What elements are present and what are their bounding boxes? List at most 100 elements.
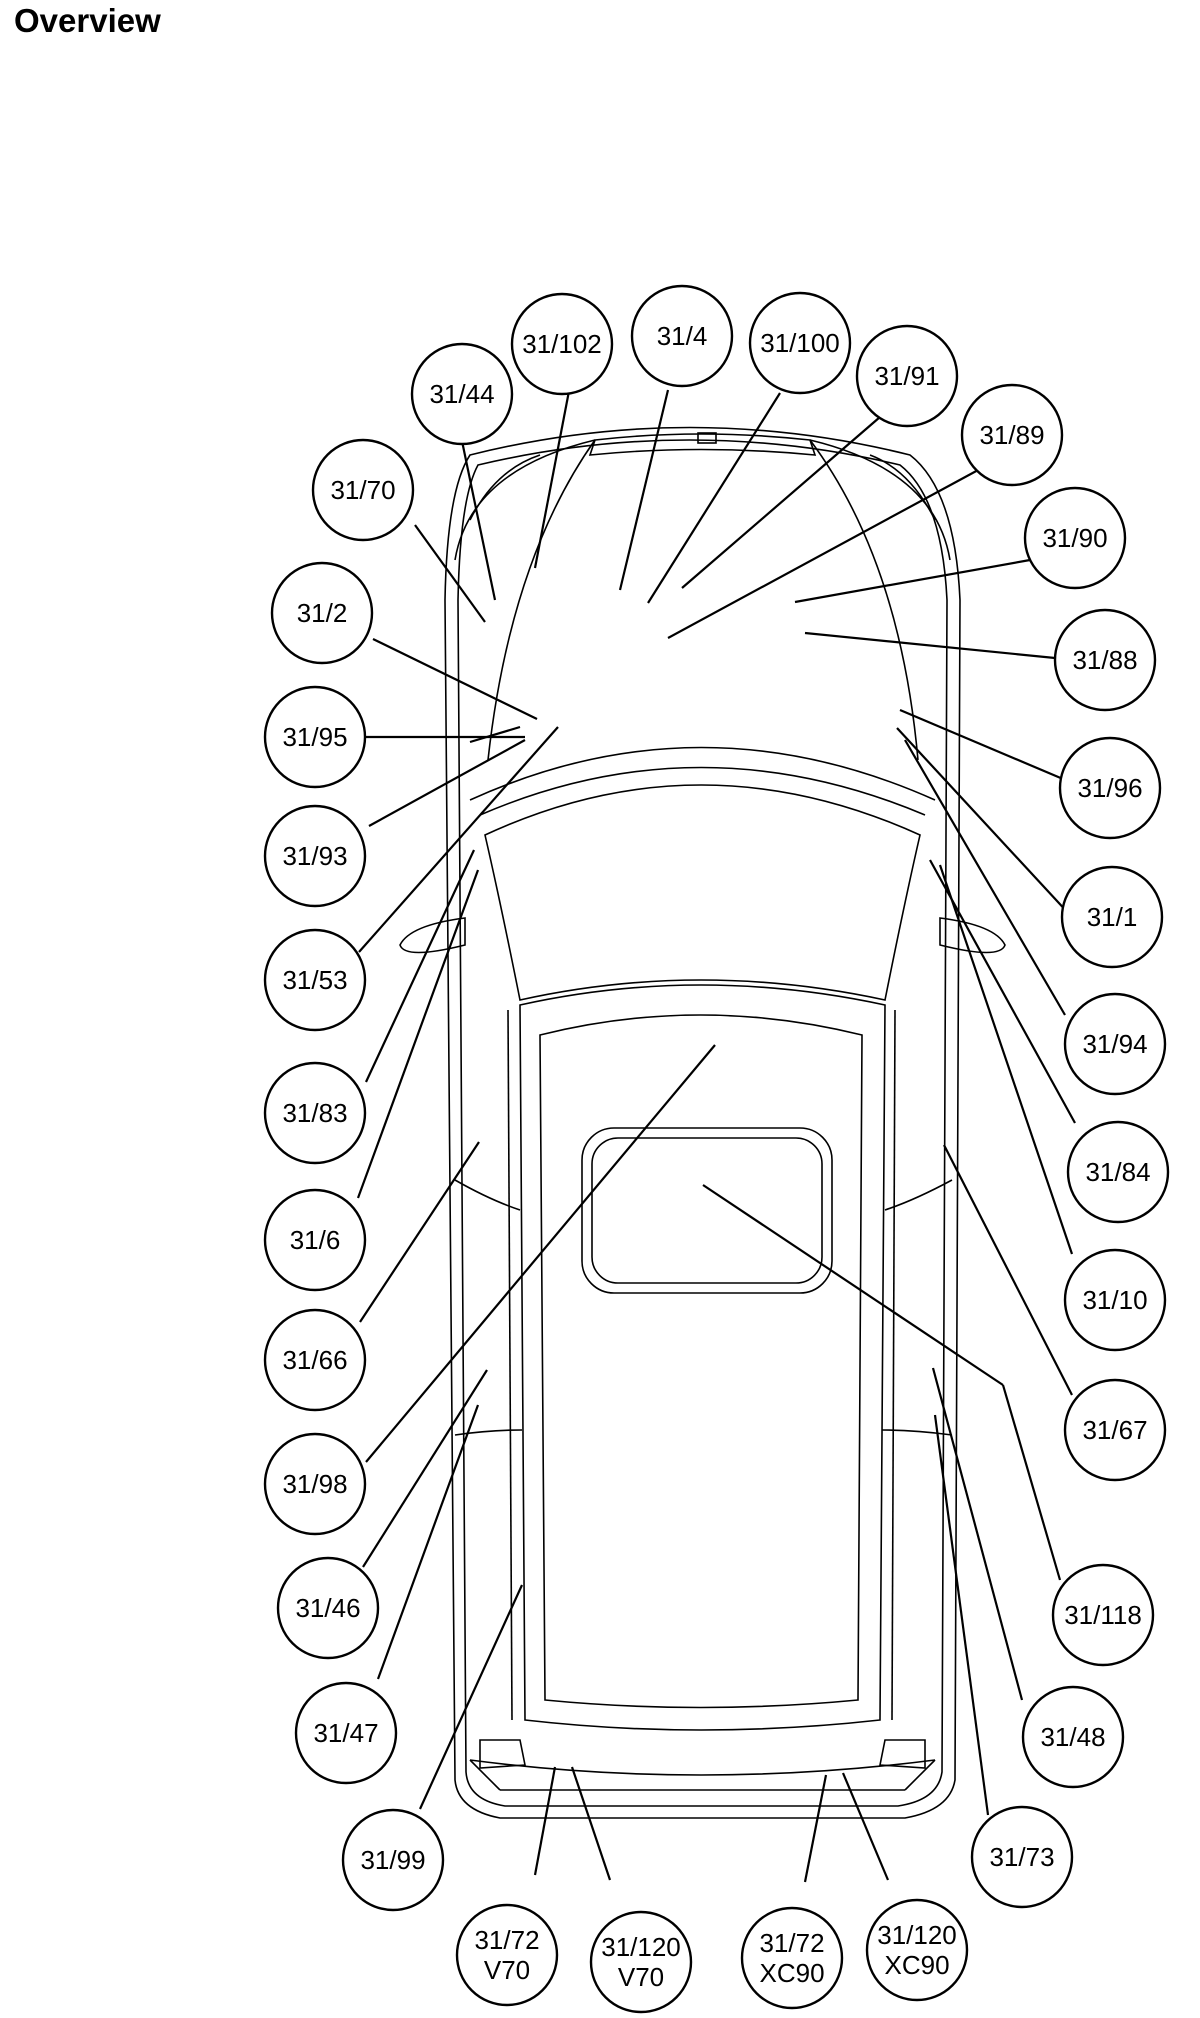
callout-label: 31/102 xyxy=(522,329,602,359)
leader-31-48 xyxy=(931,1367,1024,1701)
leader-31-93 xyxy=(368,739,526,827)
callout-label: 31/72 xyxy=(759,1928,824,1958)
callout-label: 31/99 xyxy=(360,1845,425,1875)
callout-label: 31/2 xyxy=(297,598,348,628)
callout-31-47: 31/47 xyxy=(294,1681,398,1785)
callout-31-72-v70: 31/72 V70 xyxy=(455,1903,559,2007)
leader-31-2 xyxy=(372,638,538,720)
leader-31-10 xyxy=(938,864,1074,1255)
callout-31-100: 31/100 xyxy=(748,291,852,395)
leader-31-53 xyxy=(358,726,559,953)
callout-label: 31/94 xyxy=(1082,1029,1147,1059)
leader-31-72-v70 xyxy=(533,1766,557,1876)
leader-31-96 xyxy=(899,708,1064,781)
callout-label: 31/1 xyxy=(1087,902,1138,932)
leader-31-94 xyxy=(904,739,1066,1016)
callout-label: 31/70 xyxy=(330,475,395,505)
leader-31-72-xc90 xyxy=(803,1774,828,1883)
callout-label: 31/48 xyxy=(1040,1722,1105,1752)
leader-31-100 xyxy=(647,392,781,604)
car-outline xyxy=(399,426,1006,1819)
callout-label: 31/44 xyxy=(429,379,494,409)
callout-31-10: 31/10 xyxy=(1063,1248,1167,1352)
callout-31-102: 31/102 xyxy=(510,292,614,396)
callout-model: XC90 xyxy=(884,1950,949,1980)
callout-31-48: 31/48 xyxy=(1021,1685,1125,1789)
callout-label: 31/120 xyxy=(877,1920,957,1950)
leader-31-120-xc90 xyxy=(841,1772,890,1881)
callout-label: 31/47 xyxy=(313,1718,378,1748)
callout-label: 31/4 xyxy=(657,321,708,351)
callout-31-73: 31/73 xyxy=(970,1805,1074,1909)
callout-31-90: 31/90 xyxy=(1023,486,1127,590)
callout-31-91: 31/91 xyxy=(855,324,959,428)
leader-lines xyxy=(356,389,1076,1883)
callout-31-94: 31/94 xyxy=(1063,992,1167,1096)
callout-label: 31/10 xyxy=(1082,1285,1147,1315)
leader-31-99 xyxy=(418,1584,524,1810)
callout-31-6: 31/6 xyxy=(263,1188,367,1292)
callout-label: 31/46 xyxy=(295,1593,360,1623)
callout-31-46: 31/46 xyxy=(276,1556,380,1660)
callout-31-89: 31/89 xyxy=(960,383,1064,487)
leader-31-118a xyxy=(1001,1384,1062,1581)
callout-model: XC90 xyxy=(759,1958,824,1988)
callout-31-4: 31/4 xyxy=(630,284,734,388)
leader-31-118b xyxy=(702,1184,1004,1386)
leader-31-91 xyxy=(681,416,881,589)
callout-label: 31/89 xyxy=(979,420,1044,450)
callout-label: 31/98 xyxy=(282,1469,347,1499)
leader-31-83 xyxy=(365,849,475,1083)
leader-31-46 xyxy=(362,1369,488,1568)
callout-31-88: 31/88 xyxy=(1053,608,1157,712)
callout-31-120-v70: 31/120 V70 xyxy=(589,1910,693,2014)
callout-label: 31/90 xyxy=(1042,523,1107,553)
leader-31-66 xyxy=(359,1141,480,1323)
leader-31-44 xyxy=(460,440,497,601)
leader-31-70 xyxy=(414,524,486,623)
callout-label: 31/95 xyxy=(282,722,347,752)
callout-label: 31/118 xyxy=(1064,1600,1142,1630)
callout-label: 31/72 xyxy=(474,1925,539,1955)
callout-label: 31/100 xyxy=(760,328,840,358)
callout-label: 31/96 xyxy=(1077,773,1142,803)
callout-model: V70 xyxy=(484,1955,530,1985)
leader-31-1 xyxy=(896,727,1071,916)
callout-31-72-xc90: 31/72 XC90 xyxy=(740,1906,844,2010)
leader-31-67 xyxy=(943,1144,1073,1396)
callout-label: 31/66 xyxy=(282,1345,347,1375)
callout-label: 31/83 xyxy=(282,1098,347,1128)
callout-31-83: 31/83 xyxy=(263,1061,367,1165)
leader-31-89 xyxy=(667,468,981,639)
callout-label: 31/91 xyxy=(874,361,939,391)
callout-31-95: 31/95 xyxy=(263,685,367,789)
leader-31-98 xyxy=(365,1044,716,1463)
callout-31-96: 31/96 xyxy=(1058,736,1162,840)
callout-label: 31/88 xyxy=(1072,645,1137,675)
callout-label: 31/120 xyxy=(601,1932,681,1962)
callout-31-2: 31/2 xyxy=(270,561,374,665)
callout-label: 31/84 xyxy=(1085,1157,1150,1187)
page-title: Overview xyxy=(14,2,161,39)
leader-31-88 xyxy=(804,631,1056,660)
callout-31-120-xc90: 31/120 XC90 xyxy=(865,1898,969,2002)
callout-31-99: 31/99 xyxy=(341,1808,445,1912)
leader-31-120-v70 xyxy=(570,1766,612,1881)
callout-label: 31/53 xyxy=(282,965,347,995)
callout-label: 31/73 xyxy=(989,1842,1054,1872)
callout-31-93: 31/93 xyxy=(263,804,367,908)
callout-31-66: 31/66 xyxy=(263,1308,367,1412)
leader-31-73 xyxy=(933,1414,990,1816)
leader-31-95b xyxy=(469,725,521,744)
callout-31-44: 31/44 xyxy=(410,342,514,446)
callout-31-118: 31/118 xyxy=(1051,1563,1155,1667)
callout-label: 31/93 xyxy=(282,841,347,871)
leader-31-6 xyxy=(356,869,480,1199)
callout-31-67: 31/67 xyxy=(1063,1378,1167,1482)
callout-31-98: 31/98 xyxy=(263,1432,367,1536)
leader-31-47 xyxy=(376,1404,480,1680)
leader-31-102 xyxy=(533,390,571,569)
leader-31-4 xyxy=(618,389,670,591)
callout-31-1: 31/1 xyxy=(1060,865,1164,969)
